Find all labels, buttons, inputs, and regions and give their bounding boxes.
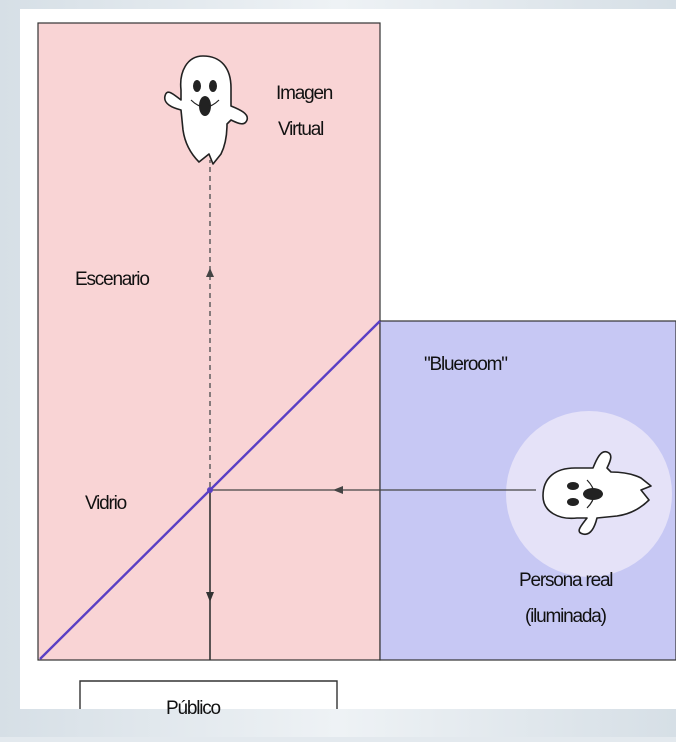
stage-label: Escenario bbox=[75, 269, 149, 290]
reflection-arrow bbox=[333, 486, 343, 494]
ghost-icon bbox=[163, 55, 249, 165]
virtual-image-label-line1: Imagen bbox=[276, 83, 333, 104]
virtual-image-label-line2: Virtual bbox=[278, 119, 323, 140]
real-person-label-line1: Persona real bbox=[519, 570, 612, 591]
audience-arrow-down bbox=[206, 592, 214, 602]
audience-box bbox=[79, 680, 338, 709]
glass-joint bbox=[207, 487, 213, 493]
ghost-icon bbox=[542, 450, 652, 536]
audience-label: Público bbox=[166, 698, 221, 719]
blueroom-label: "Blueroom" bbox=[424, 354, 507, 375]
virtual-arrow-up bbox=[206, 268, 214, 277]
real-person-label-line2: (iluminada) bbox=[525, 606, 607, 627]
glass-label: Vidrio bbox=[85, 493, 127, 514]
